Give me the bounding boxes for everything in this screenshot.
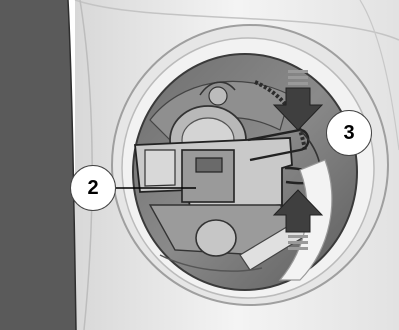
callout-2-number: 2 (87, 177, 98, 200)
adjuster-knob (196, 220, 236, 256)
callout-3: 3 (326, 110, 372, 156)
callout-3-number: 3 (343, 122, 354, 145)
dark-side-panel (0, 0, 76, 330)
callout-2: 2 (70, 165, 116, 211)
